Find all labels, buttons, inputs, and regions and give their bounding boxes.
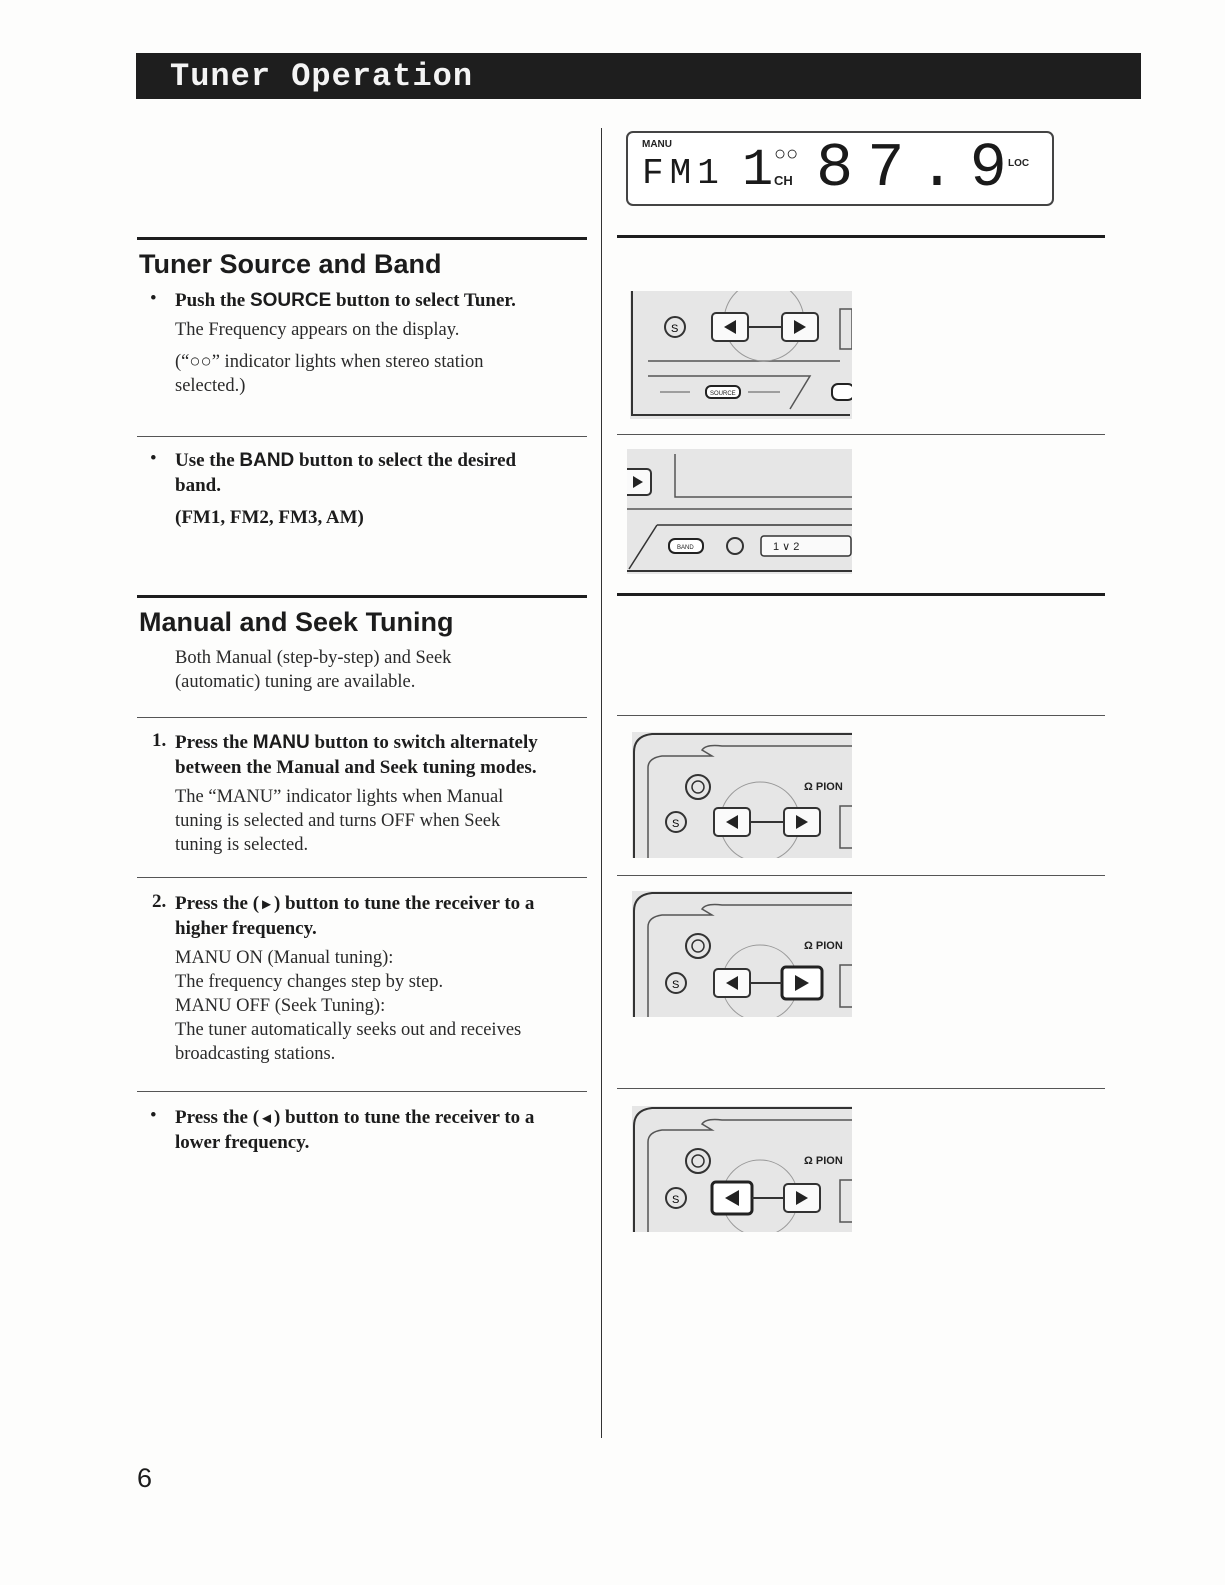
step-text: Press the (: [175, 1107, 260, 1128]
step-text: button to select Tuner.: [331, 290, 516, 311]
step-text: between the Manual and Seek tuning modes…: [175, 757, 537, 778]
right-rule-1: [617, 235, 1105, 238]
page-title: Tuner Operation: [170, 58, 474, 95]
step-text: ) button to tune the receiver to a: [273, 1107, 535, 1128]
step-text: button to switch alternately: [309, 732, 538, 753]
body-line: (automatic) tuning are available.: [175, 672, 416, 692]
bullet: •: [150, 1105, 157, 1126]
step-press-right: Press the (►) button to tune the receive…: [175, 891, 595, 918]
body-line: The tuner automatically seeks out and re…: [175, 1020, 522, 1040]
right-arrow-icon: ►: [259, 897, 274, 913]
lcd-display: MANU FM1 1 ○○ CH 87.9 LOC: [626, 131, 1054, 206]
page-number: 6: [137, 1463, 153, 1493]
left-rule-4: [137, 717, 587, 718]
body-line: The Frequency appears on the display.: [175, 320, 460, 340]
body-line: tuning is selected.: [175, 835, 309, 855]
step-text: Press the (: [175, 893, 260, 914]
step-press-manu: Press the MANU button to switch alternat…: [175, 730, 595, 755]
body-line: The “MANU” indicator lights when Manual: [175, 787, 504, 807]
body-line: broadcasting stations.: [175, 1044, 336, 1064]
step-text: ) button to tune the receiver to a: [273, 893, 535, 914]
svg-text:S: S: [672, 818, 679, 830]
step-use-band: Use the BAND button to select the desire…: [175, 448, 595, 473]
right-rule-5: [617, 875, 1105, 876]
manu-keyword: MANU: [252, 732, 310, 753]
channel-number: 1: [742, 141, 774, 200]
loc-indicator: LOC: [1008, 158, 1030, 169]
left-rule-1: [137, 237, 587, 240]
body-line: MANU OFF (Seek Tuning):: [175, 996, 386, 1016]
left-rule-5: [137, 877, 587, 878]
step-text: Push the: [175, 290, 250, 311]
svg-text:Ω PION: Ω PION: [804, 1155, 843, 1167]
bullet: •: [150, 288, 157, 309]
body-line: Both Manual (step-by-step) and Seek: [175, 648, 452, 668]
body-line: (“○○” indicator lights when stereo stati…: [175, 352, 484, 372]
step-text: higher frequency.: [175, 918, 317, 939]
svg-text:Ω PION: Ω PION: [804, 781, 843, 793]
body-line: The frequency changes step by step.: [175, 972, 444, 992]
step-text: button to select the desired: [294, 450, 517, 471]
right-rule-2: [617, 434, 1105, 435]
source-keyword: SOURCE: [249, 290, 332, 311]
band-list: (FM1, FM2, FM3, AM): [175, 507, 364, 528]
step-number: 1.: [152, 730, 167, 751]
body-line: MANU ON (Manual tuning):: [175, 948, 394, 968]
left-arrow-icon: ◄: [259, 1111, 274, 1127]
bullet: •: [150, 448, 157, 469]
left-arrow-illustration: Ω PION S: [632, 1106, 852, 1232]
stereo-icon: ○○: [774, 143, 799, 165]
svg-text:SOURCE: SOURCE: [710, 391, 736, 397]
step-push-source: Push the SOURCE button to select Tuner.: [175, 288, 595, 313]
body-line: selected.): [175, 376, 246, 396]
section-heading-manual-seek: Manual and Seek Tuning: [139, 607, 454, 637]
step-number: 2.: [152, 891, 167, 912]
manu-button-illustration: Ω PION S: [632, 732, 852, 858]
right-rule-4: [617, 715, 1105, 716]
frequency-readout: 87.9: [816, 133, 1021, 204]
ch-label: CH: [774, 173, 793, 188]
header-banner: [136, 53, 1141, 99]
band-readout: FM1: [642, 153, 725, 194]
svg-text:S: S: [671, 323, 678, 335]
right-rule-6: [617, 1088, 1105, 1089]
left-rule-2: [137, 436, 587, 437]
svg-text:BAND: BAND: [677, 545, 694, 551]
left-rule-3: [137, 595, 587, 598]
body-line: tuning is selected and turns OFF when Se…: [175, 811, 501, 831]
band-button-illustration: BAND 1 ∨ 2: [627, 449, 852, 574]
svg-text:1 ∨ 2: 1 ∨ 2: [773, 541, 799, 553]
manu-indicator: MANU: [642, 139, 672, 150]
source-button-illustration: S SOURCE: [630, 291, 852, 419]
column-divider: [601, 128, 602, 1438]
step-text: lower frequency.: [175, 1132, 310, 1153]
left-rule-6: [137, 1091, 587, 1092]
svg-text:S: S: [672, 979, 679, 991]
svg-text:S: S: [672, 1194, 679, 1206]
step-text: band.: [175, 475, 221, 496]
step-text: Press the: [175, 732, 253, 753]
band-keyword: BAND: [239, 450, 295, 471]
step-press-left: Press the (◄) button to tune the receive…: [175, 1105, 595, 1132]
svg-text:Ω PION: Ω PION: [804, 940, 843, 952]
step-text: Use the: [175, 450, 240, 471]
right-rule-3: [617, 593, 1105, 596]
right-arrow-illustration: Ω PION S: [632, 891, 852, 1017]
section-heading-source-band: Tuner Source and Band: [139, 249, 442, 279]
